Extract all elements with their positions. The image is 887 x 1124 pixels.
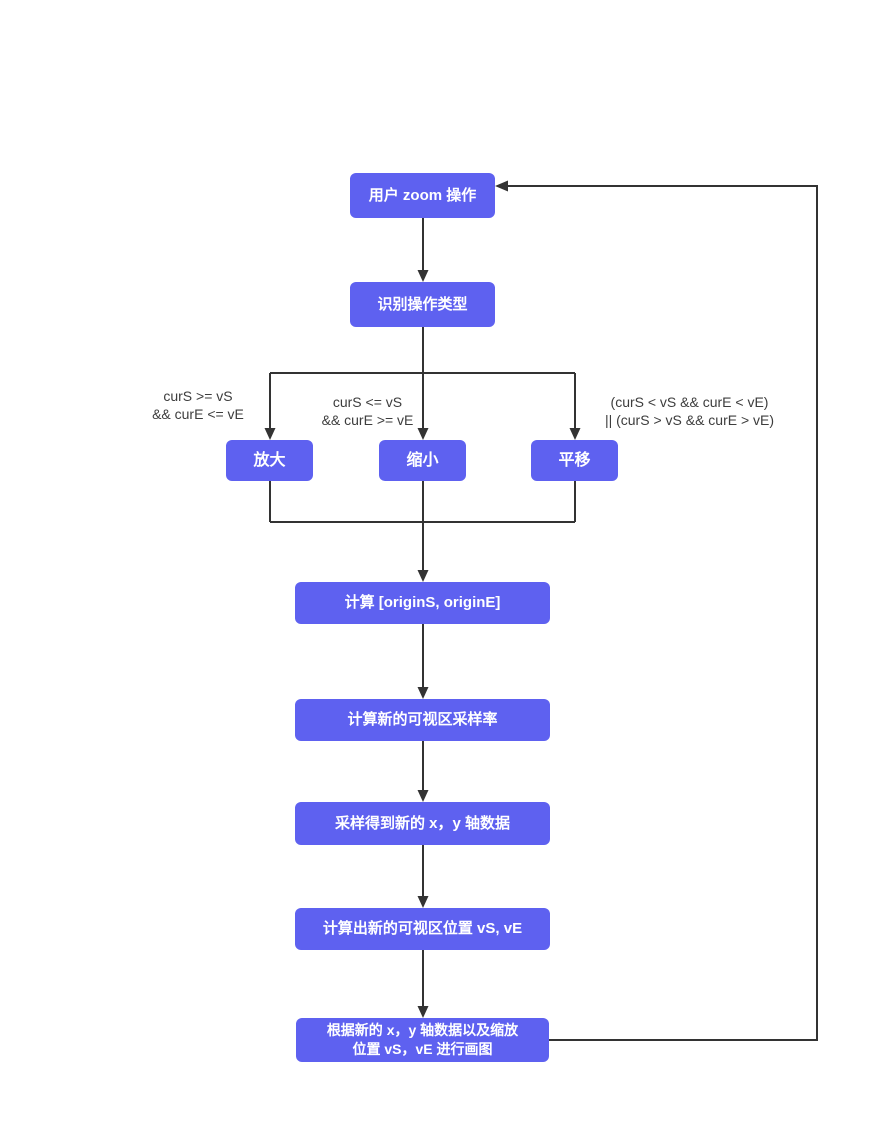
arrowhead-down-draw bbox=[417, 1006, 429, 1018]
condition-label-zoom-in: curS >= vS && curE <= vE bbox=[118, 387, 278, 423]
condition-pan-line1: (curS < vS && curE < vE) bbox=[610, 394, 769, 410]
arrowhead-down-zoom-in bbox=[264, 428, 276, 440]
condition-zoom-out-line2: && curE >= vE bbox=[321, 412, 414, 428]
node-user-zoom-operation: 用户 zoom 操作 bbox=[350, 173, 495, 218]
node-zoom-out-label: 缩小 bbox=[406, 451, 439, 469]
node-calc-origin-range: 计算 [originS, originE] bbox=[295, 582, 550, 624]
node-draw-label-line2: 位置 vS，vE 进行画图 bbox=[352, 1041, 493, 1057]
condition-label-zoom-out: curS <= vS && curE >= vE bbox=[295, 393, 440, 429]
edge-feedback-loop bbox=[508, 185, 818, 1041]
node-pan: 平移 bbox=[531, 440, 618, 481]
arrowhead-down-detect bbox=[417, 270, 429, 282]
arrowhead-down-sample-rate bbox=[417, 687, 429, 699]
arrowhead-down-axis-data bbox=[417, 790, 429, 802]
node-draw-label-line1: 根据新的 x，y 轴数据以及缩放 bbox=[326, 1022, 519, 1038]
node-zoom-in-label: 放大 bbox=[253, 451, 286, 469]
node-calc-sample-rate: 计算新的可视区采样率 bbox=[295, 699, 550, 741]
node-sample-axis-data: 采样得到新的 x，y 轴数据 bbox=[295, 802, 550, 845]
node-draw-chart: 根据新的 x，y 轴数据以及缩放 位置 vS，vE 进行画图 bbox=[296, 1018, 549, 1062]
node-calc-viewport-position: 计算出新的可视区位置 vS, vE bbox=[295, 908, 550, 950]
arrowhead-down-zoom-out bbox=[417, 428, 429, 440]
arrowhead-left-user-zoom bbox=[495, 180, 508, 192]
node-zoom-in: 放大 bbox=[226, 440, 313, 481]
node-calc-viewport-label: 计算出新的可视区位置 vS, vE bbox=[322, 920, 523, 937]
node-detect-operation-type: 识别操作类型 bbox=[350, 282, 495, 327]
condition-zoom-in-line1: curS >= vS bbox=[163, 388, 233, 404]
node-calc-origin-label: 计算 [originS, originE] bbox=[344, 594, 501, 611]
condition-label-pan: (curS < vS && curE < vE) || (curS > vS &… bbox=[577, 393, 802, 429]
arrowhead-down-pan bbox=[569, 428, 581, 440]
node-detect-type-label: 识别操作类型 bbox=[377, 295, 468, 313]
node-pan-label: 平移 bbox=[558, 451, 591, 469]
arrowhead-down-viewport bbox=[417, 896, 429, 908]
condition-zoom-in-line2: && curE <= vE bbox=[152, 406, 244, 422]
node-calc-sample-rate-label: 计算新的可视区采样率 bbox=[347, 711, 498, 728]
arrowhead-down-calc-origin bbox=[417, 570, 429, 582]
condition-zoom-out-line1: curS <= vS bbox=[332, 394, 403, 410]
node-zoom-out: 缩小 bbox=[379, 440, 466, 481]
condition-pan-line2: || (curS > vS && curE > vE) bbox=[604, 412, 775, 428]
node-sample-axis-data-label: 采样得到新的 x，y 轴数据 bbox=[334, 814, 511, 832]
node-user-zoom-label: 用户 zoom 操作 bbox=[368, 186, 477, 204]
